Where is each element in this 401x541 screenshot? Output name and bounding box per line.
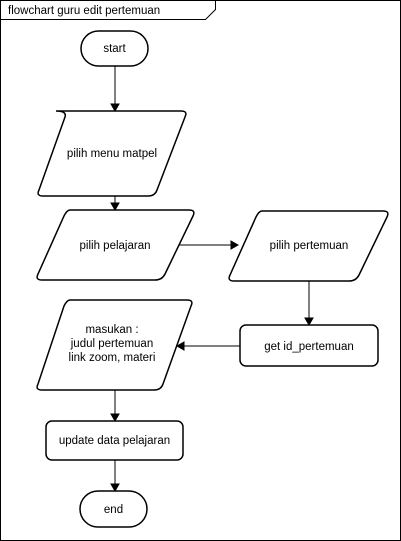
masukan-node: masukan : judul pertemuan link zoom, mat… (36, 299, 193, 391)
update-data-pelajaran-label: update data pelajaran (59, 435, 170, 447)
end-label: end (104, 504, 123, 516)
edge-update-to-end (110, 460, 120, 493)
pilih-pelajaran-label: pilih pelajaran (80, 240, 151, 252)
get-id-pertemuan-node: get id_pertemuan (239, 324, 379, 367)
masukan-label-line-2: judul pertemuan (70, 338, 153, 350)
pilih-pelajaran-node: pilih pelajaran (36, 209, 195, 281)
masukan-label-line-3: link zoom, materi (69, 352, 156, 364)
pilih-menu-matpel-node: pilih menu matpel (37, 110, 187, 197)
update-data-pelajaran-node: update data pelajaran (45, 420, 184, 461)
edge-menu-to-pelajaran (110, 196, 120, 212)
edge-start-to-menu (110, 66, 120, 113)
edge-masukan-to-update (110, 390, 120, 423)
edge-pelajaran-to-pertemuan (178, 240, 240, 250)
masukan-label-line-1: masukan : (85, 324, 138, 336)
edges (110, 66, 314, 493)
edge-pertemuan-to-getid (304, 281, 314, 327)
start-node: start (80, 30, 149, 67)
pilih-pertemuan-node: pilih pertemuan (228, 210, 389, 282)
end-node: end (79, 490, 148, 528)
edge-getid-to-masukan (175, 341, 240, 351)
pilih-menu-matpel-label: pilih menu matpel (67, 148, 157, 160)
title-tab: flowchart guru edit pertemuan (0, 0, 216, 20)
diagram-title: flowchart guru edit pertemuan (8, 5, 160, 17)
pilih-pertemuan-label: pilih pertemuan (270, 240, 349, 252)
start-label: start (103, 43, 126, 55)
get-id-pertemuan-label: get id_pertemuan (264, 341, 354, 353)
